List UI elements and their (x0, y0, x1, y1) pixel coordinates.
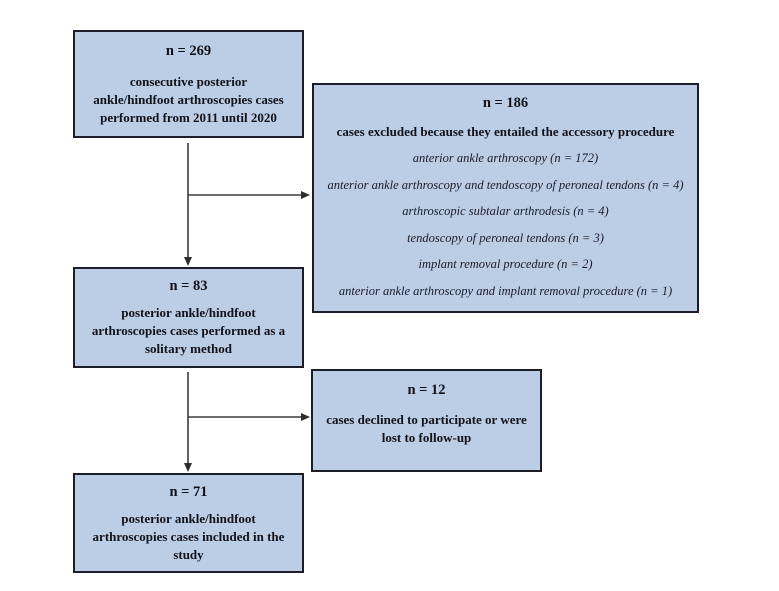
declined-description: cases declined to participate or were lo… (326, 412, 527, 445)
declined-count: n = 12 (407, 382, 446, 398)
excluded-item: tendoscopy of peroneal tendons (n = 3) (407, 230, 604, 245)
initial-description: consecutive posterior ankle/hindfoot art… (93, 74, 284, 125)
excluded-count: n = 186 (482, 95, 529, 111)
included-count: n = 71 (169, 484, 208, 500)
box-excluded-accessory: n = 186 cases excluded because they enta… (312, 83, 699, 313)
excluded-item: anterior ankle arthroscopy (n = 172) (412, 151, 599, 165)
excluded-description: cases excluded because they entailed the… (336, 124, 675, 139)
excluded-item-list: anterior ankle arthroscopy (n = 172) ant… (327, 145, 683, 304)
excluded-item: implant removal procedure (n = 2) (418, 257, 593, 271)
box-included-study: n = 71 posterior ankle/hindfoot arthrosc… (73, 473, 304, 573)
solitary-count: n = 83 (169, 278, 208, 294)
solitary-description: posterior ankle/hindfoot arthroscopies c… (91, 305, 286, 356)
box-initial-cases: n = 269 consecutive posterior ankle/hind… (73, 30, 304, 138)
excluded-item: anterior ankle arthroscopy and implant r… (338, 283, 673, 298)
excluded-item: arthroscopic subtalar arthrodesis (n = 4… (402, 204, 609, 218)
excluded-item: anterior ankle arthroscopy and tendoscop… (327, 177, 684, 192)
box-declined-lost: n = 12 cases declined to participate or … (311, 369, 542, 472)
box-solitary-method: n = 83 posterior ankle/hindfoot arthrosc… (73, 267, 304, 368)
initial-count: n = 269 (165, 43, 212, 59)
included-description: posterior ankle/hindfoot arthroscopies c… (92, 511, 285, 562)
